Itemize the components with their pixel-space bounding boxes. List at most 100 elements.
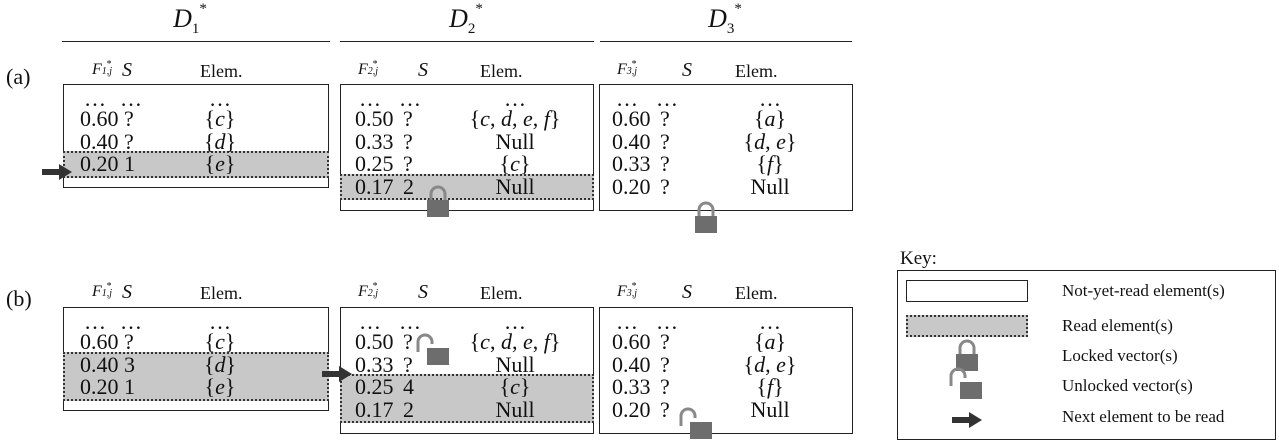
cell-s-value: 4 [403,374,414,399]
column-header-f-sub: 2,j [367,66,379,77]
ellipsis-cell: … [120,86,142,111]
cell-s-value: ? [660,396,670,422]
ellipsis-cell: … [399,86,421,111]
cell-f-value: 0.60 [80,329,119,354]
locked-padlock-shape [956,339,978,371]
ellipsis-cell: … [759,86,781,111]
cell-s-value: ? [124,106,134,131]
key-title: Key: [900,248,937,269]
column-header-s: S [682,281,692,303]
ellipsis-cell: … [84,86,106,111]
column-header-f-base: F [617,283,627,300]
cell-elem-value: {f} [756,374,784,399]
column-header-f-sub: 3,j [626,66,638,77]
cell-f-value: 0.17 [355,396,394,422]
cell-f-value: 0.33 [355,128,394,154]
not-yet-read-box [599,84,853,211]
ellipsis-cell: … [504,309,526,334]
cell-elem-value: Null [750,396,790,422]
cell-f-value: 0.20 [612,173,651,199]
cell-s-value: ? [403,351,413,377]
column-header-f: F2,j* [358,59,379,79]
cell-f-value: 0.60 [612,329,651,354]
column-header-elem: Elem. [735,61,778,81]
unlocked-padlock-shape [679,407,712,439]
key-right-arrow-icon [952,412,982,433]
unlocked-padlock-icon [415,332,449,366]
header-rule-d3 [600,41,852,42]
column-header-f-sub: 1,j [101,288,113,299]
cell-elem-value: {c, d, e, f} [469,106,561,131]
unlocked-padlock-icon [678,406,712,440]
column-header-elem: Elem. [200,283,243,303]
ellipsis-cell: … [504,86,526,111]
column-header-f: F3,j* [617,59,638,79]
cell-f-value: 0.33 [612,374,651,399]
column-header-f-sub: 3,j [626,288,638,299]
read-region [340,374,594,423]
cell-f-value: 0.40 [612,351,651,377]
right-arrow-icon [322,366,352,382]
cell-s-value: ? [403,329,413,354]
column-header-f-sup: * [631,281,637,292]
column-header-s: S [122,281,132,303]
cell-elem-value: {a} [753,329,787,354]
header-d3: D3* [708,1,742,38]
cell-elem-value: {d} [203,128,237,154]
column-header-f-base: F [358,61,368,78]
right-arrow-shape [322,366,352,382]
header-d1: D1* [173,1,207,38]
cell-s-value: 1 [124,151,135,176]
cell-elem-value: {a} [753,106,787,131]
cell-elem-value: {c, d, e, f} [469,329,561,354]
key-locked-padlock-icon [954,338,980,377]
cell-elem-value: Null [750,173,790,199]
cell-f-value: 0.40 [80,351,119,377]
column-header-f-base: F [358,283,368,300]
locked-padlock-shape [695,201,717,233]
cell-f-value: 0.17 [355,173,394,199]
unlocked-padlock-shape [949,367,982,399]
ellipsis-cell: … [616,86,638,111]
cell-s-value: ? [660,329,670,354]
row-label-a: (a) [6,64,31,89]
cell-s-value: ? [124,329,134,354]
cell-elem-value: {d} [203,351,237,377]
column-header-f-sub: 2,j [367,288,379,299]
cell-s-value: ? [403,106,413,131]
column-header-f-sup: * [631,59,637,70]
cell-f-value: 0.40 [80,128,119,154]
ellipsis-cell: … [616,309,638,334]
header-rule-d2 [340,41,594,42]
cell-elem-value: {c} [499,151,531,176]
cell-elem-value: Null [495,128,535,154]
key-label-next: Next element to be read [1062,407,1225,426]
cell-f-value: 0.33 [612,151,651,176]
unlocked-padlock-shape [416,333,449,365]
column-header-f-sup: * [106,59,112,70]
cell-elem-value: {e} [204,374,236,399]
right-arrow-shape [952,412,982,428]
column-header-s: S [418,281,428,303]
column-header-f-sup: * [372,281,378,292]
ellipsis-cell: … [359,309,381,334]
column-header-f-base: F [92,283,102,300]
cell-f-value: 0.20 [612,396,651,422]
cell-s-value: 2 [403,173,414,199]
column-header-s: S [418,59,428,81]
cell-s-value: 2 [403,396,414,422]
cell-elem-value: {c} [499,374,531,399]
cell-s-value: ? [660,173,670,199]
right-arrow-icon [42,164,72,180]
ellipsis-cell: … [399,309,421,334]
cell-f-value: 0.20 [80,374,119,399]
column-header-elem: Elem. [735,283,778,303]
cell-s-value: ? [660,106,670,131]
cell-s-value: ? [660,351,670,377]
column-header-elem: Elem. [480,61,523,81]
read-region [63,151,329,178]
cell-f-value: 0.40 [612,128,651,154]
cell-f-value: 0.25 [355,374,394,399]
column-header-elem: Elem. [480,283,523,303]
column-header-f-base: F [617,61,627,78]
